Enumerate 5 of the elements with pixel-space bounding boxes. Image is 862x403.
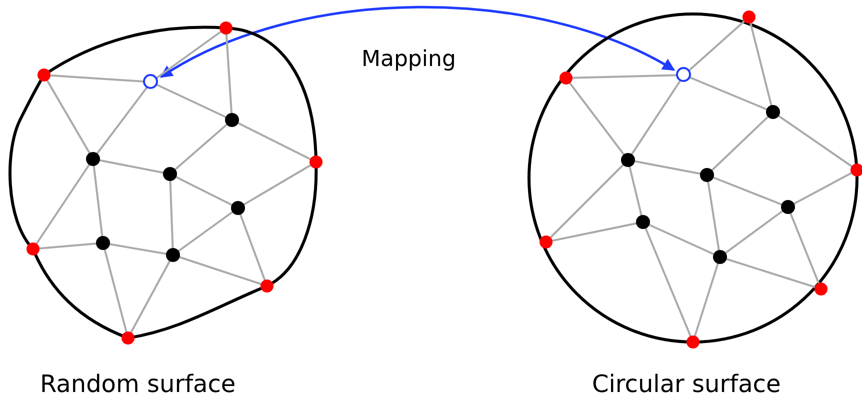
- mapped-point: [676, 67, 691, 82]
- mapping-arrow: [160, 6, 676, 78]
- mapped-point: [143, 74, 158, 89]
- surface-caption: Random surface: [40, 370, 236, 398]
- surface-caption: Circular surface: [592, 370, 781, 398]
